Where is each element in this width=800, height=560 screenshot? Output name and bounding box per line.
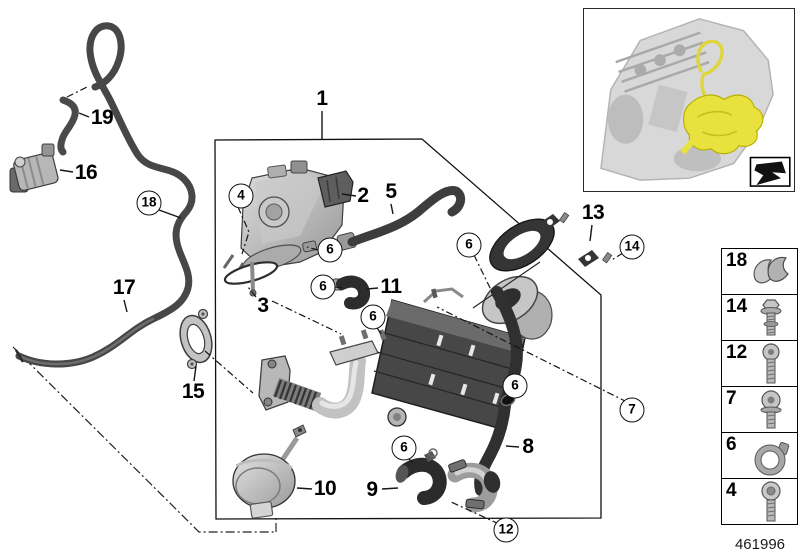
- callout-circled-6-5[interactable]: 6: [502, 373, 528, 399]
- callout-15[interactable]: 15: [181, 380, 205, 403]
- callout-19[interactable]: 19: [90, 106, 114, 129]
- callout-16[interactable]: 16: [74, 161, 98, 184]
- gasket-13: [472, 212, 613, 309]
- callout-circled-14[interactable]: 14: [619, 234, 645, 260]
- flange-bolt-icon: [760, 299, 782, 336]
- callout-2[interactable]: 2: [357, 184, 369, 207]
- spring-clip-icon: [753, 256, 789, 284]
- continue-arrow-icon: [754, 161, 786, 186]
- gasket-15: [179, 308, 213, 370]
- legend-number: 4: [726, 479, 737, 501]
- legend-number: 7: [726, 387, 737, 409]
- legend-number: 6: [726, 433, 737, 455]
- change-view-button[interactable]: [749, 156, 791, 187]
- hose-clamp-icon: [754, 441, 790, 476]
- callout-5[interactable]: 5: [385, 180, 397, 203]
- callout-9[interactable]: 9: [366, 478, 378, 501]
- callout-circled-6-1[interactable]: 6: [317, 237, 343, 263]
- vacuum-actuator-10: [232, 424, 307, 519]
- torx-bolt-icon: [760, 390, 782, 429]
- callout-3[interactable]: 3: [257, 294, 269, 317]
- pressure-converter-16: [9, 143, 59, 193]
- legend-item-14[interactable]: 14: [721, 293, 798, 342]
- callout-circled-6-4[interactable]: 6: [456, 232, 482, 258]
- engine-overview-art: [600, 18, 791, 187]
- elbow-connector-11: [332, 275, 371, 310]
- vacuum-hose-17: [14, 22, 196, 368]
- callout-circled-7[interactable]: 7: [619, 397, 645, 423]
- valve-connector: [317, 170, 354, 208]
- dashed-leader-lines: [66, 85, 628, 525]
- diagram-part-number: 461996: [734, 536, 786, 553]
- callout-8[interactable]: 8: [522, 435, 534, 458]
- vehicle-boundary-line: [12, 346, 277, 533]
- pan-head-screw-icon: [761, 480, 781, 522]
- egr-valve-assembly: [222, 160, 354, 297]
- gasket-stud-bolts: [558, 212, 613, 264]
- callout-circled-6-3[interactable]: 6: [360, 304, 386, 330]
- callout-13[interactable]: 13: [581, 201, 605, 224]
- highlighted-egr-system: [680, 39, 764, 155]
- callout-circled-12[interactable]: 12: [493, 517, 519, 543]
- callout-1[interactable]: 1: [316, 87, 328, 110]
- main-assembly-box: [214, 138, 602, 520]
- vacuum-hose-19: [57, 96, 79, 156]
- callout-circled-6-6[interactable]: 6: [391, 435, 417, 461]
- elbow-hose-9: [395, 448, 447, 505]
- legend-item-6[interactable]: 6: [721, 431, 798, 480]
- legend-item-18[interactable]: 18: [721, 248, 798, 296]
- legend-item-7[interactable]: 7: [721, 385, 798, 434]
- callout-11[interactable]: 11: [380, 275, 402, 298]
- leader-lines: [59, 111, 593, 490]
- legend-number: 12: [726, 341, 748, 363]
- legend-number: 18: [726, 250, 748, 271]
- callout-17[interactable]: 17: [112, 276, 136, 299]
- cooler-flex-pipe: [272, 378, 322, 411]
- callout-circled-6-2[interactable]: 6: [310, 274, 336, 300]
- pipe-elbow-12: [447, 459, 501, 513]
- fastener-legend: 18 14 12 7: [721, 248, 798, 526]
- legend-item-4[interactable]: 4: [721, 477, 798, 526]
- coolant-hose-5: [336, 186, 466, 251]
- legend-item-12[interactable]: 12: [721, 339, 798, 388]
- torx-screw-icon: [762, 343, 780, 384]
- callout-circled-18[interactable]: 18: [136, 190, 162, 216]
- engine-thumbnail[interactable]: [583, 8, 795, 192]
- legend-number: 14: [726, 295, 748, 317]
- callout-circled-4[interactable]: 4: [228, 183, 254, 209]
- callout-10[interactable]: 10: [313, 477, 337, 500]
